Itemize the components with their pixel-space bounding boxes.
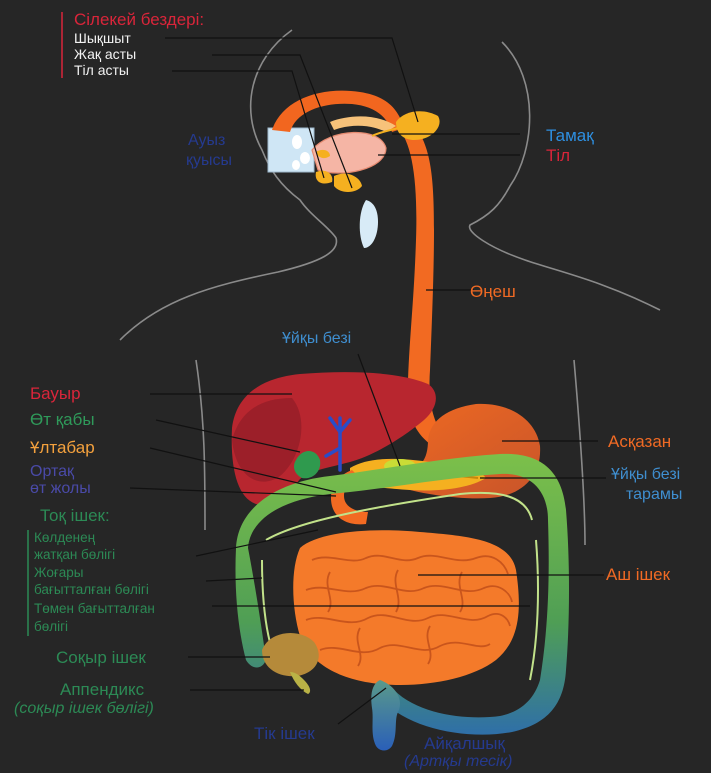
transverse-colon-label-2: жатқан бөлігі	[34, 547, 115, 563]
submandibular-label: Жақ асты	[74, 46, 136, 62]
rectum-label: Тік ішек	[254, 724, 315, 744]
bile-duct-label-2: өт жолы	[30, 480, 91, 498]
gallbladder-label: Өт қабы	[30, 410, 95, 430]
appendix-note-label: (соқыр ішек бөлігі)	[14, 700, 154, 718]
colon-band-3	[530, 540, 538, 680]
bile-duct-label-1: Ортақ	[30, 463, 74, 481]
tongue-label: Тіл	[546, 146, 570, 166]
colon-band-2	[262, 560, 272, 650]
transverse-colon-label-1: Көлденең	[34, 530, 95, 546]
ascending-colon-label-1: Жоғары	[34, 565, 83, 581]
sublingual-label: Тіл асты	[74, 62, 129, 78]
esophagus-label: Өңеш	[470, 282, 516, 302]
appendix-label: Аппендикс	[60, 680, 144, 700]
trachea	[360, 200, 378, 248]
anus-label: Айқалшық	[424, 734, 505, 754]
cecum-label: Соқыр ішек	[56, 648, 146, 668]
small-intestine-label: Аш ішек	[606, 565, 670, 585]
parotid-label: Шықшыт	[74, 30, 131, 46]
rectum-shape	[371, 680, 400, 751]
descending-colon-label-2: бөлігі	[34, 619, 68, 635]
oral-cavity-label-2: қуысы	[186, 152, 232, 170]
colon-title-label: Тоқ ішек:	[40, 506, 110, 526]
stomach-label: Асқазан	[608, 432, 671, 452]
duodenum-label: Ұлтабар	[30, 438, 95, 458]
ascending-colon-label-2: бағытталған бөлігі	[34, 582, 149, 598]
anus-note-label: (Артқы тесік)	[404, 753, 512, 771]
oral-cavity-label-1: Ауыз	[188, 132, 225, 150]
salivary-glands-title: Сілекей бездері:	[74, 10, 204, 30]
parotid-gland	[396, 111, 440, 140]
pancreatic-duct-label-2: тарамы	[626, 486, 682, 504]
liver-label: Бауыр	[30, 384, 81, 404]
small-intestine-shape	[293, 530, 519, 685]
mouth	[268, 128, 314, 172]
descending-colon-label-1: Төмен бағытталған	[34, 601, 155, 617]
cecum-shape	[262, 633, 319, 676]
pancreas-label: Ұйқы безі	[282, 330, 351, 348]
pharynx-label: Тамақ	[546, 126, 594, 146]
pancreatic-duct-label-1: Ұйқы безі	[611, 466, 680, 484]
